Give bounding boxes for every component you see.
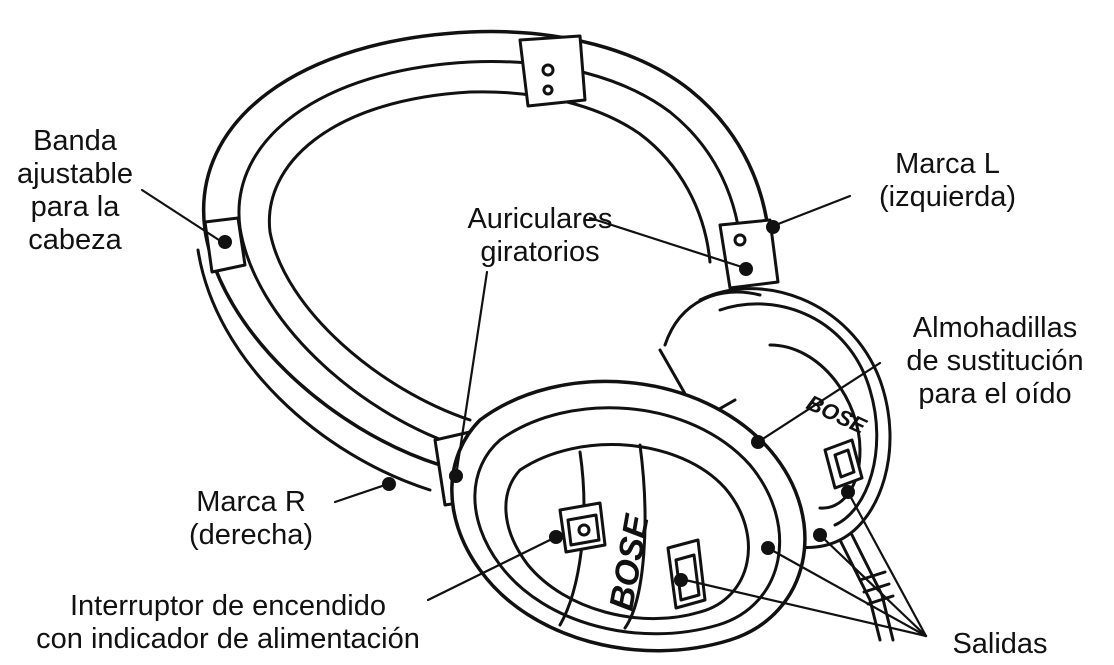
label-line: Almohadillas [912,312,1078,344]
label-line: Interruptor de encendido [70,590,386,622]
label-line: (izquierda) [879,181,1016,213]
label-line: de sustitución [906,345,1084,377]
label-line: giratorios [480,236,600,268]
leader-lines [140,188,928,638]
label-line: para la [30,191,120,223]
label-line: Marca L [895,148,1000,180]
label-line: Marca R [196,486,306,518]
label-line: cabeza [28,224,122,256]
label-almohadillas: Almohadillas de sustitución para el oído [880,312,1110,411]
label-line: ajustable [16,158,134,190]
right-earcup [450,379,895,653]
label-auriculares-giratorios: Auriculares giratorios [440,203,640,269]
label-salidas: Salidas [935,628,1065,661]
label-line: con indicador de alimentación [36,623,420,655]
label-line: Auriculares [467,203,613,235]
label-line: Banda [33,125,117,157]
label-interruptor: Interruptor de encendido con indicador d… [8,590,448,656]
label-line: (derecha) [188,519,314,551]
label-line: Salidas [952,628,1048,660]
label-line: para el oído [918,378,1072,410]
label-marca-l: Marca L (izquierda) [855,148,1040,214]
label-marca-r: Marca R (derecha) [160,486,342,552]
label-banda-ajustable: Banda ajustable para la cabeza [0,125,150,257]
callout-dots [218,220,855,587]
